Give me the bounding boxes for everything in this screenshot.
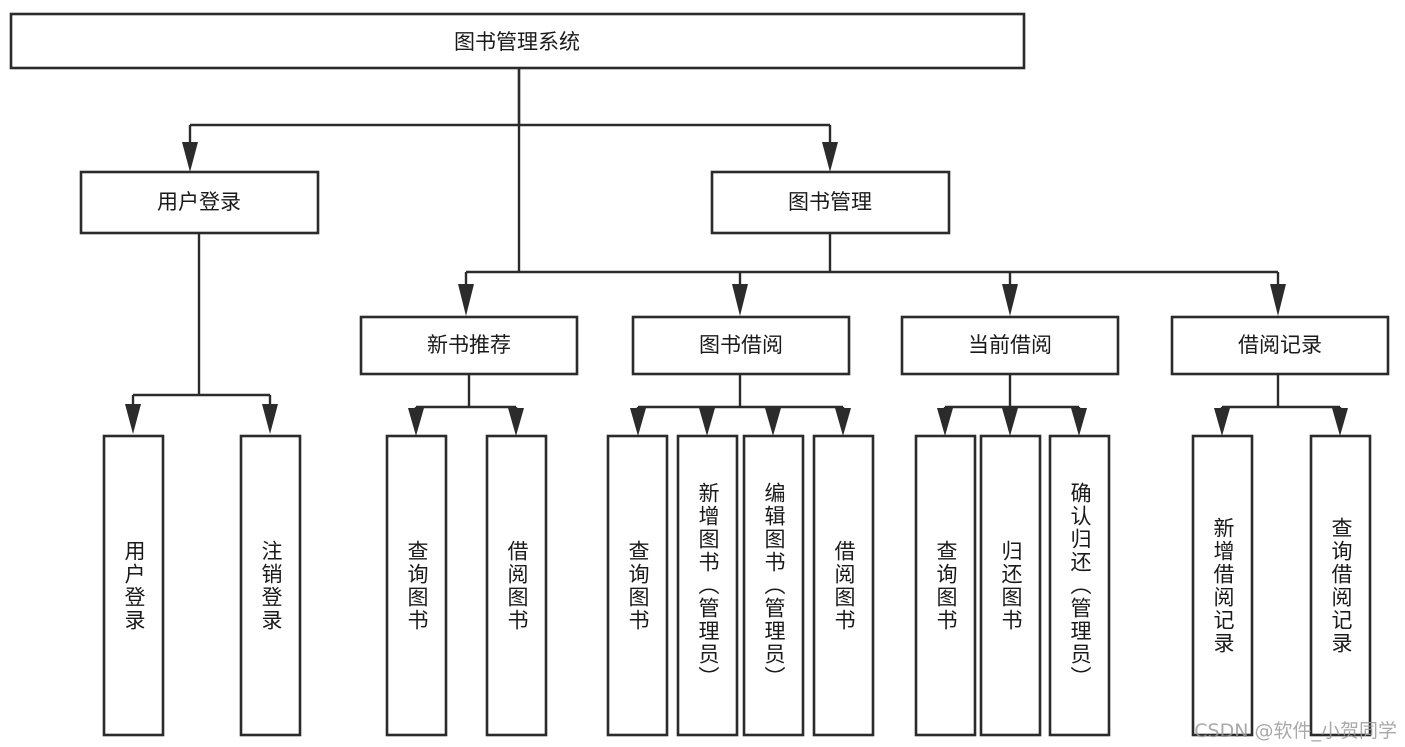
node-leaf-borrow-book-2-box[interactable] bbox=[812, 434, 875, 737]
arrowhead-leaf-query-book-3 bbox=[937, 408, 953, 436]
node-book-management-box[interactable] bbox=[710, 170, 951, 235]
node-leaf-borrow-book-1-box[interactable] bbox=[485, 434, 548, 737]
node-leaf-user-login-box[interactable] bbox=[102, 434, 165, 737]
csdn-watermark: CSDN @软件_小贺同学 bbox=[1194, 720, 1397, 742]
node-leaf-return-book-box[interactable] bbox=[979, 434, 1042, 737]
arrowhead-book-management bbox=[822, 142, 838, 172]
node-title-box[interactable] bbox=[9, 12, 1026, 70]
arrowhead-leaf-query-book-2 bbox=[630, 408, 646, 436]
node-new-book-recommend-label: 新书推荐 bbox=[427, 333, 511, 357]
arrowhead-leaf-return-book bbox=[1002, 408, 1018, 436]
arrowhead-new-book-recommend bbox=[458, 284, 474, 316]
node-leaf-query-book-3-box[interactable] bbox=[914, 434, 977, 737]
arrowhead-leaf-query-book-1 bbox=[408, 408, 424, 436]
node-leaf-query-book-2-box[interactable] bbox=[606, 434, 669, 737]
arrowhead-leaf-user-login bbox=[125, 404, 141, 434]
arrowhead-leaf-confirm-return bbox=[1071, 408, 1087, 436]
arrowhead-current-borrow bbox=[1002, 284, 1018, 316]
node-new-book-recommend-box[interactable] bbox=[359, 315, 579, 376]
node-leaf-edit-book-box[interactable] bbox=[742, 434, 805, 737]
arrowhead-leaf-query-record bbox=[1332, 408, 1348, 436]
node-current-borrow-label: 当前借阅 bbox=[968, 333, 1052, 357]
node-book-borrow-label: 图书借阅 bbox=[699, 333, 783, 357]
node-leaf-logout-box[interactable] bbox=[239, 434, 302, 737]
node-leaf-add-record-box[interactable] bbox=[1191, 434, 1254, 737]
arrowhead-leaf-add-record bbox=[1214, 408, 1230, 436]
node-leaf-query-book-1-box[interactable] bbox=[385, 434, 448, 737]
node-title-label: 图书管理系统 bbox=[454, 30, 580, 54]
node-borrow-record-box[interactable] bbox=[1170, 315, 1390, 376]
node-leaf-confirm-return-box[interactable] bbox=[1048, 434, 1111, 737]
node-book-borrow-box[interactable] bbox=[631, 315, 851, 376]
arrowhead-book-borrow bbox=[732, 284, 748, 316]
node-book-management-label: 图书管理 bbox=[788, 190, 872, 214]
arrowhead-borrow-record bbox=[1270, 284, 1286, 316]
arrowhead-leaf-add-book bbox=[699, 408, 715, 436]
arrowhead-leaf-edit-book bbox=[765, 408, 781, 436]
nodes-layer: 图书管理系统 用户登录 图书管理 新书推荐 图书借阅 当前借阅 借阅记录 bbox=[9, 12, 1390, 737]
node-user-login-label: 用户登录 bbox=[157, 190, 241, 214]
node-user-login-box[interactable] bbox=[79, 170, 320, 235]
arrowhead-leaf-logout bbox=[262, 404, 278, 434]
node-borrow-record-label: 借阅记录 bbox=[1238, 333, 1322, 357]
edges-layer bbox=[125, 69, 1348, 436]
arrowhead-user-login bbox=[182, 142, 198, 172]
node-current-borrow-box[interactable] bbox=[900, 315, 1120, 376]
node-leaf-add-book-box[interactable] bbox=[676, 434, 739, 737]
arrowhead-leaf-borrow-book-1 bbox=[508, 408, 524, 436]
node-leaf-query-record-box[interactable] bbox=[1309, 434, 1372, 737]
arrowhead-leaf-borrow-book-2 bbox=[835, 408, 851, 436]
